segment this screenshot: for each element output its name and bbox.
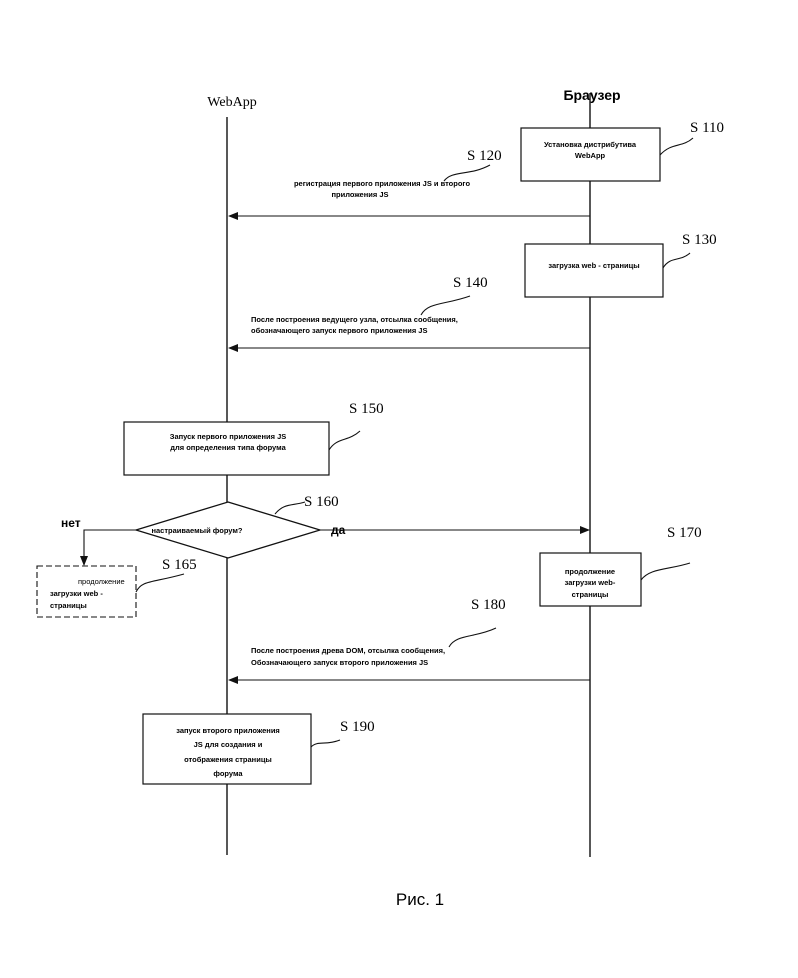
s150-line-2: для определения типа форума: [170, 443, 286, 452]
s150-label: S 150: [349, 401, 384, 417]
s170-leader: [640, 562, 691, 581]
step-s180: После построения древа DOM, отсылка сооб…: [228, 597, 590, 684]
step-s150: Запуск первого приложения JS для определ…: [123, 401, 384, 476]
s110-leader: [659, 137, 694, 156]
s140-leader: [420, 295, 471, 316]
s170-label: S 170: [667, 525, 702, 541]
s170-line-1: продолжение: [565, 567, 615, 576]
s140-line-1: После построения ведущего узла, отсылка …: [251, 315, 458, 324]
s190-box: [142, 713, 312, 785]
s165-line-1: продолжение: [78, 577, 125, 586]
s130-box: [524, 243, 664, 298]
s190-line-4: форума: [213, 769, 243, 778]
s190-line-1: запуск второго приложения: [176, 726, 280, 735]
figure-caption: Рис. 1: [396, 890, 444, 909]
s150-box: [123, 421, 330, 476]
s120-line-1: регистрация первого приложения JS и втор…: [294, 179, 470, 188]
s140-label: S 140: [453, 275, 488, 291]
s170-line-3: страницы: [572, 590, 609, 599]
lane-title-webapp: WebApp: [207, 95, 256, 110]
s110-box: [520, 127, 661, 182]
step-s120: регистрация первого приложения JS и втор…: [228, 148, 590, 220]
s120-label: S 120: [467, 148, 502, 164]
step-s130: загрузка web - страницы S 130: [524, 232, 717, 298]
s190-line-2: JS для создания и: [194, 740, 263, 749]
s170-line-2: загрузки web-: [565, 578, 616, 587]
s190-label: S 190: [340, 719, 375, 735]
s150-leader: [328, 430, 361, 451]
s160-no-arrow: [80, 529, 136, 566]
s180-leader: [448, 627, 497, 648]
s160-label: S 160: [304, 494, 339, 510]
step-s160: настраиваемый форум? S 160 да нет: [61, 494, 590, 566]
s160-yes-label: да: [331, 523, 346, 537]
lane-title-browser: Браузер: [563, 87, 620, 103]
step-s140: После построения ведущего узла, отсылка …: [228, 275, 590, 352]
s110-line-1: Установка дистрибутива: [544, 140, 637, 149]
s165-line-3: страницы: [50, 601, 87, 610]
s160-leader: [274, 501, 306, 515]
s110-line-2: WebApp: [575, 151, 606, 160]
s160-question: настраиваемый форум?: [151, 526, 242, 535]
s165-line-2: загрузки web -: [50, 589, 103, 598]
step-s110: Установка дистрибутива WebApp S 110: [520, 120, 724, 182]
s120-leader: [443, 164, 491, 182]
s180-line-2: Обозначающего запуск второго приложения …: [251, 658, 428, 667]
s165-label: S 165: [162, 557, 197, 573]
s130-line-1: загрузка web - страницы: [548, 261, 639, 270]
s160-no-label: нет: [61, 516, 81, 530]
s150-line-1: Запуск первого приложения JS: [170, 432, 287, 441]
s110-label: S 110: [690, 120, 724, 136]
s165-box: [36, 565, 137, 618]
s120-line-2: приложения JS: [331, 190, 388, 199]
s165-leader: [135, 573, 185, 593]
s180-line-1: После построения древа DOM, отсылка сооб…: [251, 646, 445, 655]
step-s190: запуск второго приложения JS для создани…: [142, 713, 375, 785]
s130-label: S 130: [682, 232, 717, 248]
s190-leader: [310, 739, 341, 748]
s190-line-3: отображения страницы: [184, 755, 272, 764]
s160-diamond: [133, 501, 323, 559]
step-s165: продолжение загрузки web - страницы S 16…: [36, 557, 197, 618]
s180-label: S 180: [471, 597, 506, 613]
step-s170: продолжение загрузки web- страницы S 170: [539, 525, 702, 607]
s140-line-2: обозначающего запуск первого приложения …: [251, 326, 427, 335]
s130-leader: [662, 252, 691, 269]
